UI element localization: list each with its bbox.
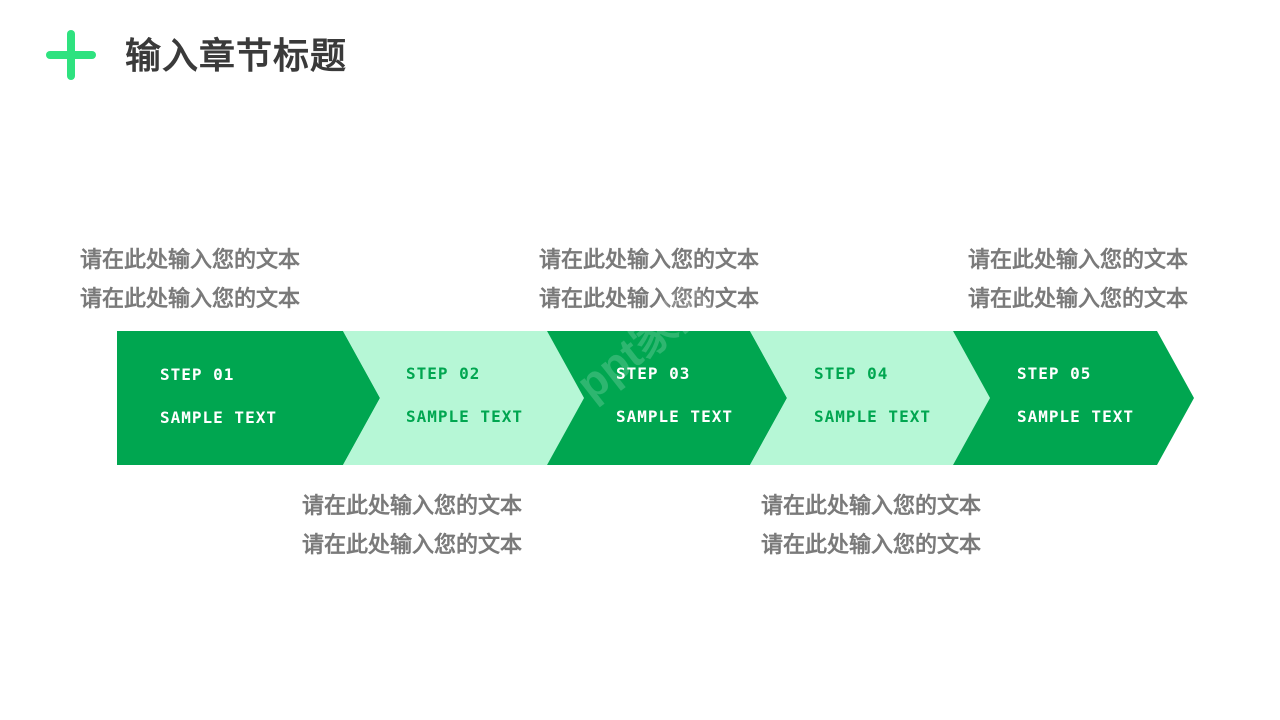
text-block-top-1: 请在此处输入您的文本 请在此处输入您的文本: [80, 241, 300, 319]
step-02-text: SAMPLE TEXT: [406, 407, 523, 426]
step-03-text: SAMPLE TEXT: [616, 407, 733, 426]
text-block-bottom-2: 请在此处输入您的文本 请在此处输入您的文本: [761, 487, 981, 565]
plus-icon-vertical: [67, 30, 75, 80]
plus-icon: [46, 30, 96, 80]
step-01-title: STEP 01: [160, 365, 235, 384]
page-title: 输入章节标题: [125, 36, 348, 77]
step-02-arrow: [343, 331, 584, 465]
step-02-title: STEP 02: [406, 364, 481, 383]
text-line: 请在此处输入您的文本: [761, 533, 982, 558]
step-03-title: STEP 03: [616, 364, 691, 383]
text-line: 请在此处输入您的文本: [302, 494, 523, 519]
step-01-arrow: [117, 331, 380, 465]
text-block-top-2: 请在此处输入您的文本 请在此处输入您的文本: [539, 241, 759, 319]
text-line: 请在此处输入您的文本: [302, 533, 523, 558]
text-line: 请在此处输入您的文本: [761, 494, 982, 519]
step-03-arrow: [547, 331, 787, 465]
step-05-text: SAMPLE TEXT: [1017, 407, 1134, 426]
text-block-bottom-1: 请在此处输入您的文本 请在此处输入您的文本: [302, 487, 522, 565]
step-05-title: STEP 05: [1017, 364, 1092, 383]
text-line: 请在此处输入您的文本: [539, 248, 760, 273]
text-line: 请在此处输入您的文本: [968, 287, 1189, 312]
step-04-title: STEP 04: [814, 364, 889, 383]
step-01-text: SAMPLE TEXT: [160, 408, 277, 427]
step-04-text: SAMPLE TEXT: [814, 407, 931, 426]
text-block-top-3: 请在此处输入您的文本 请在此处输入您的文本: [968, 241, 1188, 319]
text-line: 请在此处输入您的文本: [539, 287, 760, 312]
text-line: 请在此处输入您的文本: [80, 248, 301, 273]
text-line: 请在此处输入您的文本: [968, 248, 1189, 273]
step-05-arrow: [953, 331, 1194, 465]
text-line: 请在此处输入您的文本: [80, 287, 301, 312]
step-04-arrow: [750, 331, 990, 465]
